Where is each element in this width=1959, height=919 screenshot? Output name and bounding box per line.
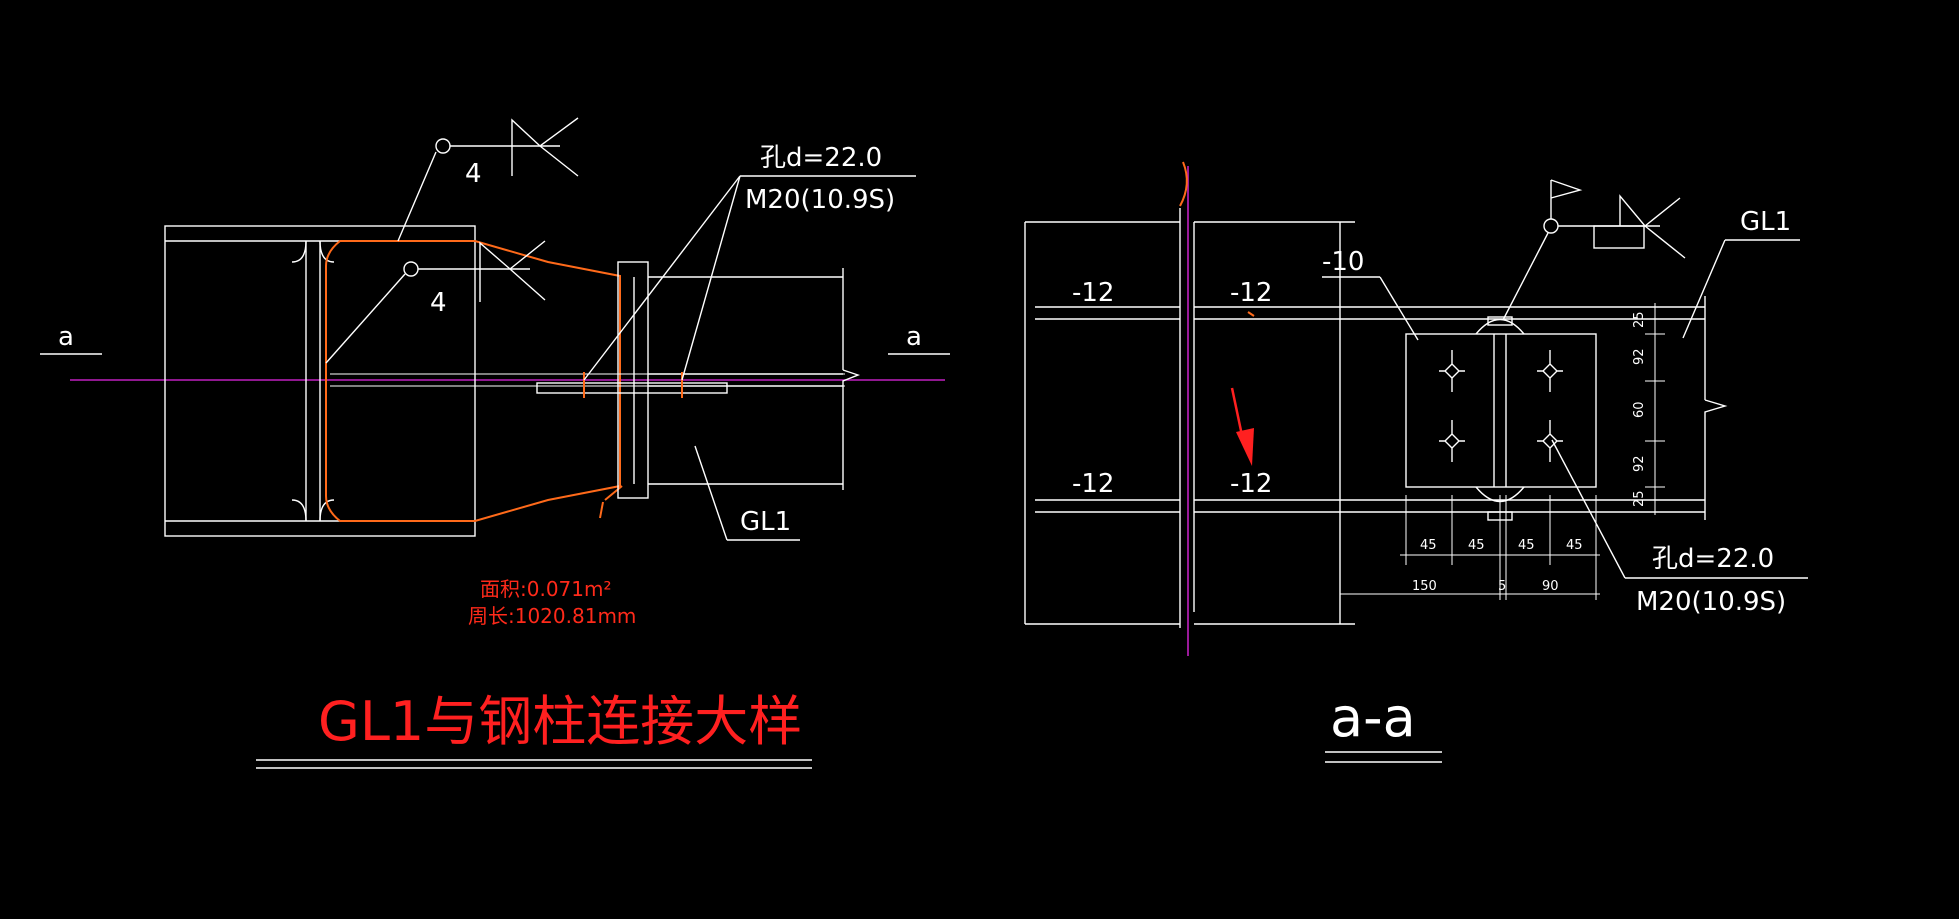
dim-h2-2: 5 [1498,579,1506,594]
bolt-group [1439,350,1563,462]
horizontal-dimensions: 45 45 45 45 150 5 90 [1340,495,1600,600]
shear-plate [1405,333,1597,488]
dim-v-2: 92 [1632,348,1647,365]
end-plate [617,261,649,499]
web-plate-callout: -10 [1322,247,1419,341]
beam-callout-right: GL1 [1682,207,1800,339]
beam-label-right: GL1 [1740,207,1791,237]
hole-label-right: 孔d=22.0 [1652,544,1774,574]
dim-h1-1: 45 [1420,538,1437,553]
red-arrow-icon [1230,387,1254,466]
web-plate-label: -10 [1322,247,1364,277]
drawing-title: GL1与钢柱连接大样 [318,690,802,753]
plate-label-1: -12 [1072,278,1114,308]
section-mark-right-text: a [906,322,922,352]
dim-h1-2: 45 [1468,538,1485,553]
dim-h1-3: 45 [1518,538,1535,553]
plate-label-4: -12 [1230,469,1272,499]
weld-callout-2: 4 [325,240,546,364]
highlighted-region-outline [325,240,621,522]
bolt-label-left: M20(10.9S) [745,185,895,215]
dim-h1-4: 45 [1566,538,1583,553]
perimeter-label: 周长:1020.81mm [468,604,636,628]
plate-label-2: -12 [1230,278,1272,308]
dim-v-1: 25 [1632,311,1647,328]
beam-callout-left: GL1 [694,445,800,541]
beam-label-left: GL1 [740,507,791,537]
bolt-label-right: M20(10.9S) [1636,587,1786,617]
weld-callout-right [1502,179,1686,321]
bolt-callout-right: 孔d=22.0 M20(10.9S) [1551,439,1808,617]
left-elevation-view: a a [40,117,950,769]
area-label: 面积:0.071m² [480,577,612,601]
steel-column [164,225,476,537]
section-title: a-a [1330,686,1416,749]
right-section-view: 25 92 60 92 25 45 45 45 45 150 5 90 -12 … [1024,161,1808,763]
vertical-dimensions: 25 92 60 92 25 [1632,303,1665,515]
section-mark-left-text: a [58,322,74,352]
weld-callout-1: 4 [397,117,579,242]
dim-v-4: 92 [1632,455,1647,472]
plate-label-3: -12 [1072,469,1114,499]
gl1-beam [648,268,861,490]
dim-h2-1: 150 [1412,579,1437,594]
weld-size-1: 4 [465,159,482,189]
weld-size-2: 4 [430,288,447,318]
dim-v-5: 25 [1632,490,1647,507]
hole-label-left: 孔d=22.0 [760,143,882,173]
shear-tab [536,382,728,394]
dim-h2-3: 90 [1542,579,1559,594]
bolt-callout-left: 孔d=22.0 M20(10.9S) [583,143,916,381]
dim-v-3: 60 [1632,401,1647,418]
